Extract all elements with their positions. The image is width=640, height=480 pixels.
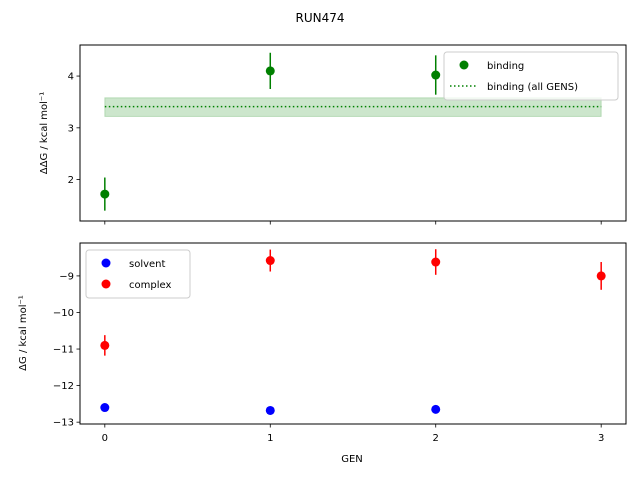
y-tick-label: 4: [68, 72, 74, 83]
legend-label: complex: [129, 280, 171, 291]
binding-panel-legend: binding binding (all GENS): [443, 51, 619, 101]
legend-box: [85, 249, 191, 299]
binding-point: [431, 70, 441, 80]
solvent-point: [431, 404, 441, 414]
solvation-panel-frame: [79, 242, 627, 425]
legend-box: [443, 51, 619, 101]
y-tick-label: −13: [53, 418, 74, 429]
x-tick-label: 1: [267, 433, 273, 444]
x-axis-label: GEN: [341, 454, 363, 465]
complex-legend-marker: [101, 279, 111, 289]
solvation-panel-ylabel: ΔG / kcal mol⁻¹: [18, 295, 29, 371]
complex-point: [431, 257, 441, 267]
binding-panel: ΔΔG / kcal mol⁻¹ 2 3 4 binding binding (all…: [39, 44, 627, 225]
binding-point: [265, 66, 275, 76]
chart-title: RUN474: [295, 11, 344, 25]
y-tick-label: −12: [53, 381, 74, 392]
y-tick-label: 3: [68, 123, 74, 134]
legend-label: binding: [487, 61, 524, 72]
solvent-legend-marker: [101, 258, 111, 268]
y-tick-label: −10: [53, 308, 74, 319]
x-tick-label: 0: [102, 433, 108, 444]
legend-label: binding (all GENS): [487, 82, 578, 93]
binding-legend-marker: [459, 60, 469, 70]
y-tick-label: −9: [59, 271, 74, 282]
binding-point: [100, 189, 110, 199]
x-tick-label: 3: [598, 433, 604, 444]
legend-label: solvent: [129, 259, 166, 270]
complex-point: [596, 271, 606, 281]
y-tick-label: 2: [68, 175, 74, 186]
binding-panel-ylabel: ΔΔG / kcal mol⁻¹: [39, 92, 50, 174]
solvation-panel-legend: solvent complex: [85, 249, 191, 299]
x-tick-label: 2: [433, 433, 439, 444]
complex-point: [100, 340, 110, 350]
complex-point: [265, 256, 275, 266]
solvent-point: [100, 403, 110, 413]
binding-panel-frame: [79, 44, 627, 222]
solvent-point: [265, 405, 275, 415]
y-tick-label: −11: [53, 345, 74, 356]
solvation-panel: ΔG / kcal mol⁻¹ 0 1 2 3 −9 −10 −11 −12 −13 solve…: [18, 242, 627, 444]
